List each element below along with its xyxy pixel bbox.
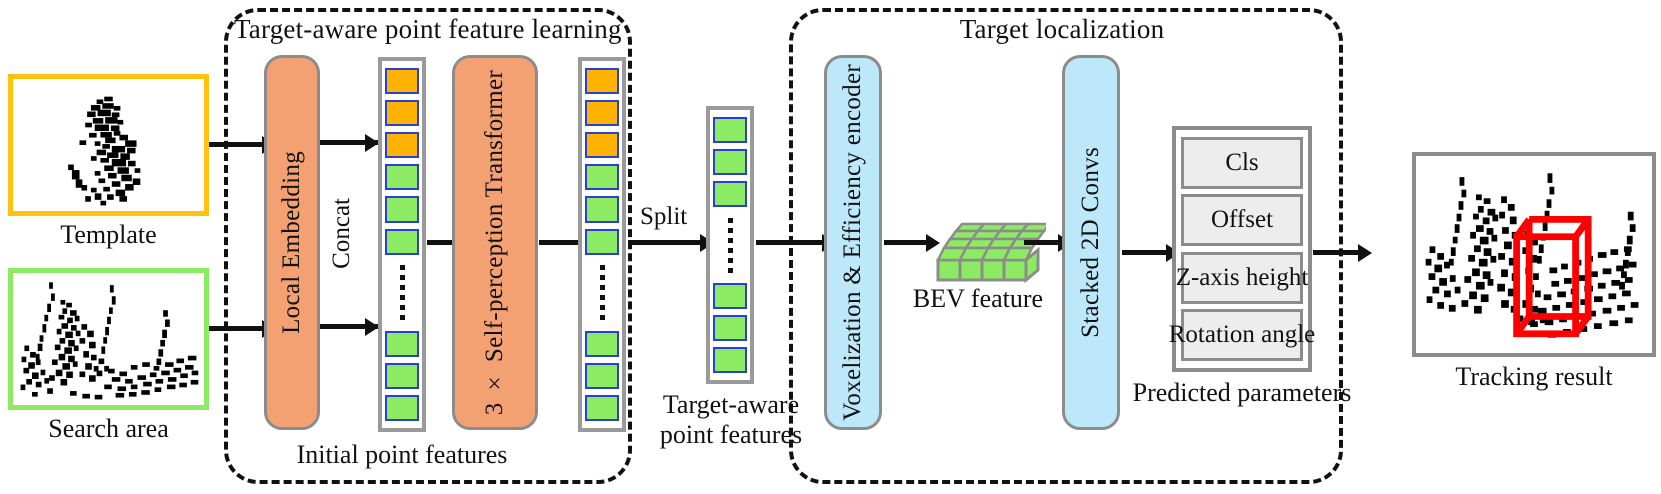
block-stacked-2d-convs-label: Stacked 2D Convs xyxy=(1077,147,1104,338)
target-aware-point-features-label-line1: Target-aware xyxy=(662,390,800,419)
feature-cell xyxy=(585,228,619,255)
feature-cell xyxy=(713,283,747,309)
feature-cell xyxy=(585,394,619,421)
arrow-concat-top-head xyxy=(365,134,379,152)
param-z-axis-height: Z-axis height xyxy=(1176,251,1308,304)
feature-cell xyxy=(385,164,419,191)
feature-cell xyxy=(585,196,619,223)
split-label: Split xyxy=(640,203,688,230)
feature-cell xyxy=(385,330,419,357)
tracking-result-point-cloud xyxy=(1425,173,1639,338)
concat-label: Concat xyxy=(328,198,355,269)
group-title-target-localization: Target localization xyxy=(959,14,1165,44)
block-stacked-2d-convs: Stacked 2D Convs xyxy=(1062,55,1120,430)
predicted-parameters-label: Predicted parameters xyxy=(1132,378,1352,407)
concat-line-top xyxy=(320,140,380,145)
tracking-result-panel xyxy=(1412,152,1656,357)
arrow-split xyxy=(628,240,704,245)
feature-cell xyxy=(713,315,747,341)
predicted-parameters-panel: Cls Offset Z-axis height Rotation angle xyxy=(1169,126,1315,372)
feature-cell xyxy=(385,68,419,95)
template-point-cloud-panel xyxy=(8,74,209,216)
feature-column-initial-point-features xyxy=(378,57,426,432)
feature-cell xyxy=(713,117,747,143)
arrow-convs-to-predicted-params xyxy=(1122,250,1170,255)
feature-column-ellipsis xyxy=(399,263,405,323)
initial-point-features-label: Initial point features xyxy=(296,440,508,469)
block-voxelization-efficiency-encoder-label: Voxelization & Efficiency encoder xyxy=(839,64,866,421)
feature-cell xyxy=(585,100,619,127)
arrow-voxelization-to-bev-head xyxy=(926,234,940,252)
feature-cell xyxy=(713,347,747,373)
feature-cell xyxy=(385,394,419,421)
feature-cell xyxy=(585,132,619,159)
arrow-target-aware-to-voxelization xyxy=(756,240,826,245)
feature-cell xyxy=(585,164,619,191)
target-aware-point-features-label-line2: point features xyxy=(659,420,803,449)
param-cls: Cls xyxy=(1181,137,1303,189)
concat-line-bottom xyxy=(320,324,380,329)
arrow-template-to-embedding xyxy=(209,142,264,147)
param-rotation-angle: Rotation angle xyxy=(1169,308,1315,361)
feature-cell xyxy=(385,228,419,255)
search-area-point-cloud xyxy=(20,282,199,400)
feature-cell xyxy=(713,181,747,207)
block-voxelization-efficiency-encoder: Voxelization & Efficiency encoder xyxy=(824,55,882,430)
feature-column-ellipsis xyxy=(727,215,733,275)
tracking-result-caption: Tracking result xyxy=(1455,362,1613,391)
block-local-embedding: Local Embedding xyxy=(264,55,320,430)
arrow-initial-features-to-transformer xyxy=(427,240,473,245)
arrow-concat-bottom-head xyxy=(365,318,379,336)
bev-feature-svg xyxy=(935,222,1046,284)
block-self-perception-transformer: 3 × Self-perception Transformer xyxy=(452,55,538,430)
feature-cell xyxy=(385,196,419,223)
group-target-aware-point-feature-learning xyxy=(224,8,632,484)
template-point-cloud xyxy=(68,96,141,206)
arrow-voxelization-to-bev xyxy=(884,240,928,245)
arrow-bev-to-stacked-convs xyxy=(1024,240,1062,245)
bev-feature-label: BEV feature xyxy=(912,284,1044,313)
feature-cell xyxy=(585,68,619,95)
arrow-search-to-embedding xyxy=(209,326,264,331)
template-caption: Template xyxy=(60,220,157,249)
feature-cell xyxy=(385,132,419,159)
arrow-params-to-tracking-result xyxy=(1313,250,1361,255)
search-area-caption: Search area xyxy=(48,414,169,443)
arrow-transformer-to-features xyxy=(539,240,585,245)
feature-cell xyxy=(585,330,619,357)
search-area-point-cloud-panel xyxy=(8,268,209,410)
block-self-perception-transformer-label: 3 × Self-perception Transformer xyxy=(481,69,508,416)
feature-column-ellipsis xyxy=(599,263,605,323)
arrow-params-to-tracking-result-head xyxy=(1358,244,1372,262)
block-local-embedding-label: Local Embedding xyxy=(278,151,305,334)
group-target-localization xyxy=(789,8,1343,484)
feature-column-transformed-point-features xyxy=(578,57,626,432)
feature-cell xyxy=(385,362,419,389)
feature-column-target-aware-point-features xyxy=(706,106,754,384)
group-title-feature-learning: Target-aware point feature learning xyxy=(234,14,622,44)
bev-feature-grid xyxy=(934,216,1046,288)
param-offset: Offset xyxy=(1181,194,1303,247)
feature-cell xyxy=(385,100,419,127)
feature-cell xyxy=(713,149,747,175)
feature-cell xyxy=(585,362,619,389)
